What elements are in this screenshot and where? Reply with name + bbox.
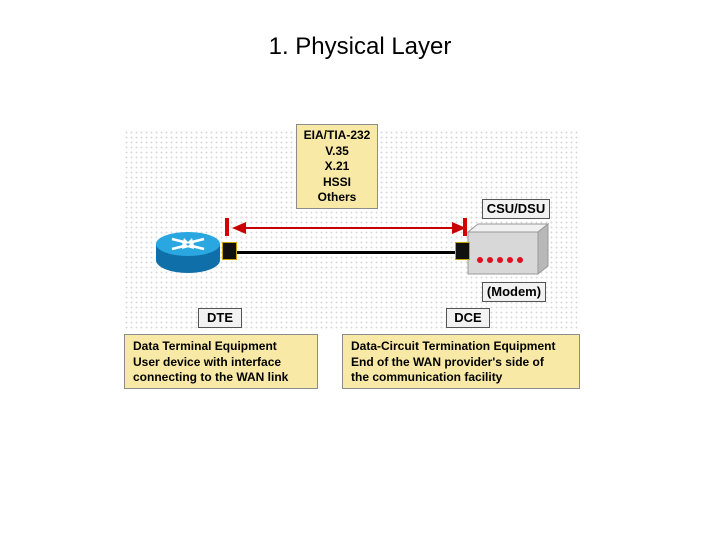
dce-interface-marker <box>463 218 467 236</box>
dte-description-line: connecting to the WAN link <box>133 370 289 384</box>
slide-title: 1. Physical Layer <box>268 33 452 60</box>
protocol-item: V.35 <box>325 143 349 158</box>
dce-description-line: End of the WAN provider's side of <box>351 354 544 369</box>
protocol-item: Others <box>317 190 357 204</box>
dte-label: DTE <box>198 308 242 328</box>
interface-span-arrow <box>232 222 466 234</box>
protocol-item: HSSI <box>322 174 351 189</box>
dte-connector <box>222 242 237 260</box>
protocol-item: EIA/TIA-232 <box>303 128 371 142</box>
router-icon <box>156 232 220 273</box>
dte-description-line: Data Terminal Equipment <box>133 339 277 353</box>
dte-description-line: User device with interface <box>133 354 282 369</box>
protocol-item: X.21 <box>324 159 350 173</box>
dce-description-box: Data-Circuit Termination Equipment End o… <box>342 334 580 389</box>
wan-link-cable <box>232 251 464 254</box>
dce-connector <box>455 242 470 260</box>
dte-interface-marker <box>225 218 229 236</box>
csu-dsu-label: CSU/DSU <box>482 199 550 219</box>
dte-description-box: Data Terminal Equipment User device with… <box>124 334 318 389</box>
dce-description-line: the communication facility <box>351 370 503 384</box>
modem-label: (Modem) <box>482 282 546 302</box>
dce-description-line: Data-Circuit Termination Equipment <box>351 339 556 353</box>
protocol-list-box: EIA/TIA-232 V.35 X.21 HSSI Others <box>296 124 378 209</box>
csu-dsu-device-icon <box>466 222 550 276</box>
dce-label: DCE <box>446 308 490 328</box>
